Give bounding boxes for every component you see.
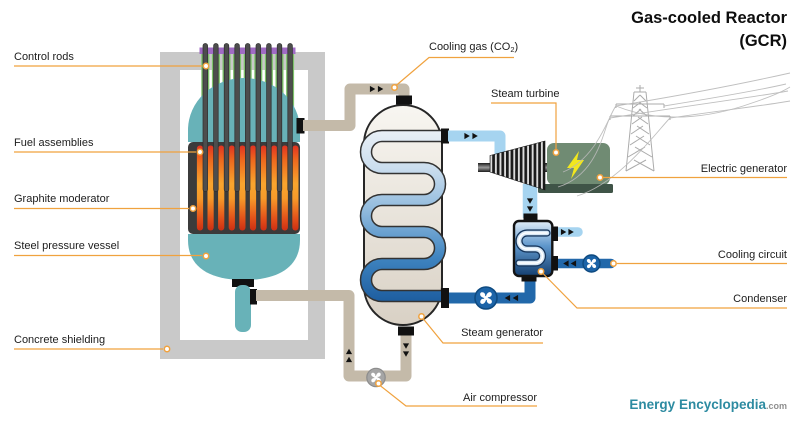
label-electric-generator: Electric generator (700, 163, 787, 175)
condenser-right-bottom-nozzle (551, 256, 558, 271)
vessel-bottom-stub (235, 285, 251, 332)
cooling-gas-close: ) (514, 41, 519, 53)
leader-markers (163, 62, 617, 387)
cooling-gas-subscript: 2 (510, 45, 515, 54)
feedwater-pump (474, 286, 498, 310)
generator-base (538, 184, 613, 193)
reactor-pressure-vessel (188, 43, 305, 332)
steam-turbine (489, 140, 546, 191)
concrete-shielding (160, 52, 325, 359)
hot-gas-pipe (303, 83, 410, 131)
brand-tld: .com (765, 401, 787, 411)
steam-generator (359, 95, 449, 336)
cooling-circuit-pump (582, 254, 601, 273)
label-condenser: Condenser (733, 293, 787, 305)
label-control-rods: Control rods (14, 51, 74, 63)
brand-logo: Energy Encyclopedia.com (629, 396, 787, 414)
condenser-inlet-nozzle (523, 213, 538, 223)
electric-generator (538, 143, 613, 193)
cooling-gas-pipes (256, 83, 412, 382)
label-concrete-shielding: Concrete shielding (14, 334, 106, 346)
leader-lines (14, 56, 787, 407)
label-steam-turbine: Steam turbine (491, 88, 560, 100)
condenser (512, 213, 558, 282)
power-lines (557, 72, 791, 197)
label-air-compressor: Air compressor (463, 391, 537, 404)
sg-top-nozzle (396, 95, 412, 105)
sg-feedwater-nozzle (441, 288, 449, 308)
label-graphite-moderator: Graphite moderator (14, 193, 110, 205)
vessel-outlet-nozzle (296, 118, 305, 134)
control-rods (202, 43, 293, 192)
page-title: Gas-cooled Reactor (GCR) (631, 7, 787, 53)
fuel-assemblies (196, 145, 299, 231)
sg-bottom-nozzle (398, 326, 414, 336)
condenser-right-top-nozzle (551, 226, 558, 241)
label-cooling-gas: Cooling gas (CO2) (429, 41, 518, 56)
vessel-bottom-flange (232, 279, 254, 287)
vessel-inlet-nozzle (250, 289, 257, 305)
cold-gas-pipe (256, 290, 412, 382)
label-fuel-assemblies: Fuel assemblies (14, 137, 94, 149)
cooling-gas-text: Cooling gas (CO (429, 41, 511, 53)
title-line1: Gas-cooled Reactor (631, 9, 787, 27)
brand-name: Energy Encyclopedia (629, 397, 766, 412)
label-cooling-circuit: Cooling circuit (717, 248, 787, 261)
title-line2: (GCR) (739, 32, 787, 50)
label-steam-generator: Steam generator (461, 327, 543, 339)
sg-steam-outlet-nozzle (441, 128, 449, 144)
label-steel-pressure-vessel: Steel pressure vessel (14, 240, 120, 252)
